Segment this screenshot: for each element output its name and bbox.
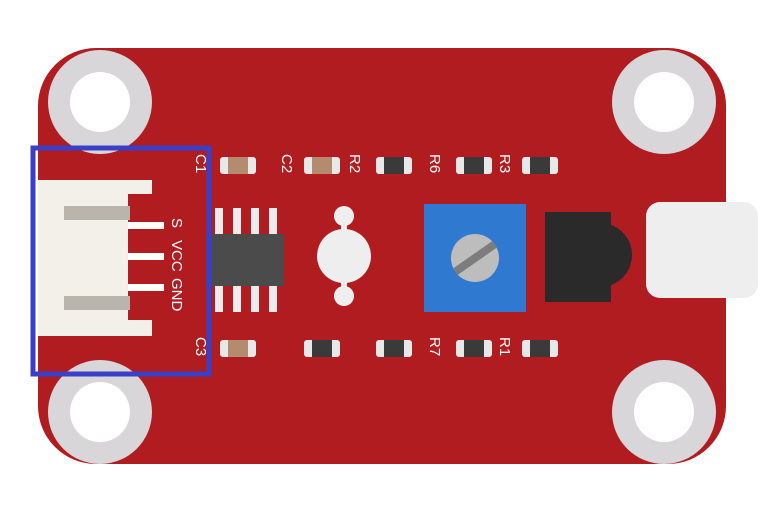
ic-chip	[206, 208, 284, 312]
led-icon	[317, 206, 371, 306]
pin-label-vcc: VCC	[168, 240, 185, 272]
pin-label-s: S	[168, 218, 185, 228]
resistor-r3	[522, 157, 558, 174]
pin-label-gnd: GND	[168, 278, 185, 312]
resistor-r1	[456, 340, 492, 357]
pin-vcc	[128, 253, 164, 260]
connector-highlight-box	[30, 145, 212, 377]
resistor-bottom-2	[522, 340, 558, 357]
label-r7: R7	[426, 337, 443, 356]
ir-probe	[646, 202, 758, 298]
mount-hole-top-right	[612, 50, 716, 154]
trimmer-screw-icon	[424, 204, 526, 312]
resistor-r2	[376, 157, 412, 174]
capacitor-c1	[220, 157, 256, 174]
label-r3: R3	[496, 154, 513, 173]
label-c3: C3	[192, 337, 209, 356]
resistor-r6	[456, 157, 492, 174]
ir-receiver-icon	[545, 212, 633, 302]
capacitor-c3	[220, 340, 256, 357]
label-r1: R1	[496, 337, 513, 356]
three-pin-connector	[38, 180, 164, 336]
label-c1: C1	[192, 154, 209, 173]
mount-hole-bottom-right	[612, 360, 716, 464]
resistor-bottom-1	[304, 340, 340, 357]
mount-hole-top-left	[48, 50, 152, 154]
label-c2: C2	[278, 154, 295, 173]
pin-s	[128, 222, 164, 229]
pin-gnd	[128, 284, 164, 291]
mount-hole-bottom-left	[48, 360, 152, 464]
label-r2: R2	[346, 154, 363, 173]
resistor-r7	[376, 340, 412, 357]
label-r6: R6	[426, 154, 443, 173]
capacitor-c2	[304, 157, 340, 174]
